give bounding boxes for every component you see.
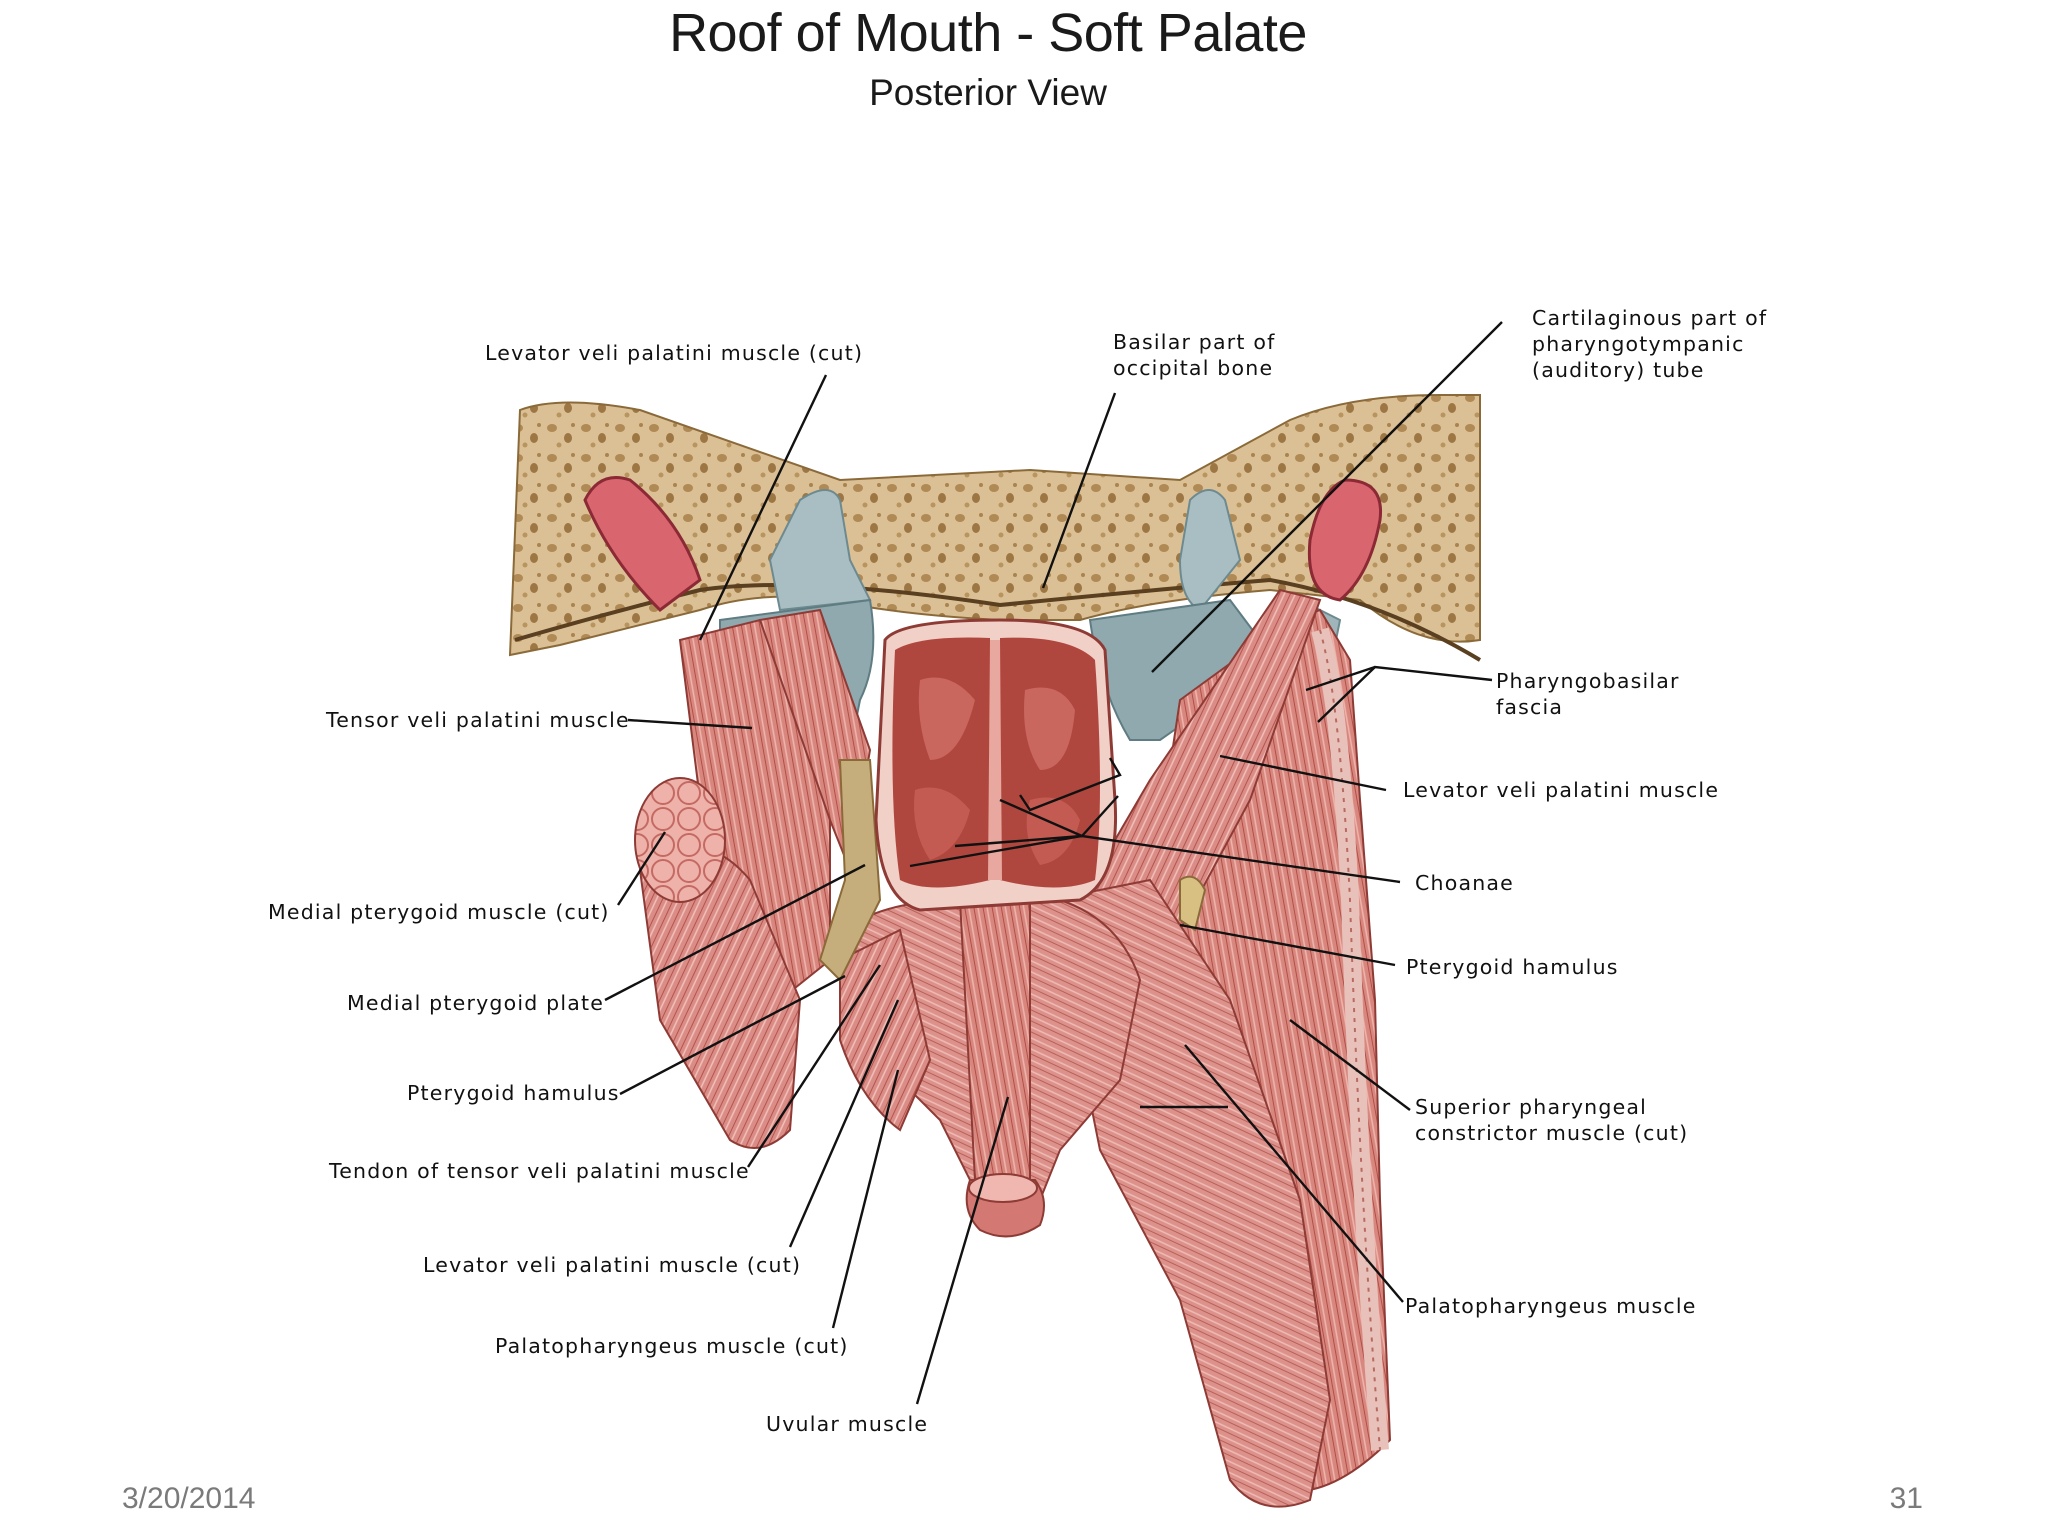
label-cartilaginous-auditory-tube: Cartilaginous part of pharyngotympanic (…: [1532, 306, 1768, 382]
label-levator-veli-palatini-cut-bottom: Levator veli palatini muscle (cut): [423, 1253, 802, 1277]
label-levator-veli-palatini-cut-top: Levator veli palatini muscle (cut): [485, 341, 864, 365]
medial-pterygoid-plate: [818, 759, 882, 982]
label-pharyngobasilar-fascia: Pharyngobasilar fascia: [1496, 669, 1680, 719]
label-pterygoid-hamulus-left: Pterygoid hamulus: [407, 1081, 620, 1105]
label-tensor-veli-palatini: Tensor veli palatini muscle: [326, 708, 630, 732]
page-title: Roof of Mouth - Soft Palate: [669, 3, 1307, 63]
label-tendon-tensor-veli-palatini: Tendon of tensor veli palatini muscle: [329, 1159, 750, 1183]
label-superior-pharyngeal-constrictor: Superior pharyngeal constrictor muscle (…: [1415, 1095, 1689, 1145]
levator-stump-left: [583, 476, 702, 612]
label-levator-veli-palatini-right: Levator veli palatini muscle: [1403, 778, 1720, 802]
slide-page-number: 31: [1889, 1482, 1923, 1515]
medial-pterygoid-cut-face: [634, 777, 726, 903]
label-palatopharyngeus-cut: Palatopharyngeus muscle (cut): [495, 1334, 849, 1358]
label-choanae: Choanae: [1415, 871, 1514, 895]
levator-stump-right: [1307, 478, 1383, 602]
label-uvular-muscle: Uvular muscle: [766, 1412, 929, 1436]
label-pterygoid-hamulus-right: Pterygoid hamulus: [1406, 955, 1619, 979]
label-medial-pterygoid-plate: Medial pterygoid plate: [347, 991, 605, 1015]
pterygoid-hamulus-right-shape: [1179, 875, 1207, 932]
label-palatopharyngeus-right: Palatopharyngeus muscle: [1405, 1294, 1697, 1318]
label-medial-pterygoid-muscle-cut: Medial pterygoid muscle (cut): [268, 900, 610, 924]
occipital-bone: [508, 394, 1481, 657]
slide-date: 3/20/2014: [122, 1482, 256, 1515]
page-subtitle: Posterior View: [869, 72, 1107, 113]
leader-lines: [604, 321, 1503, 1405]
cartilage-right: [1178, 489, 1242, 612]
cartilage-left: [768, 489, 872, 612]
label-basilar-occipital-bone: Basilar part of occipital bone: [1113, 330, 1276, 380]
